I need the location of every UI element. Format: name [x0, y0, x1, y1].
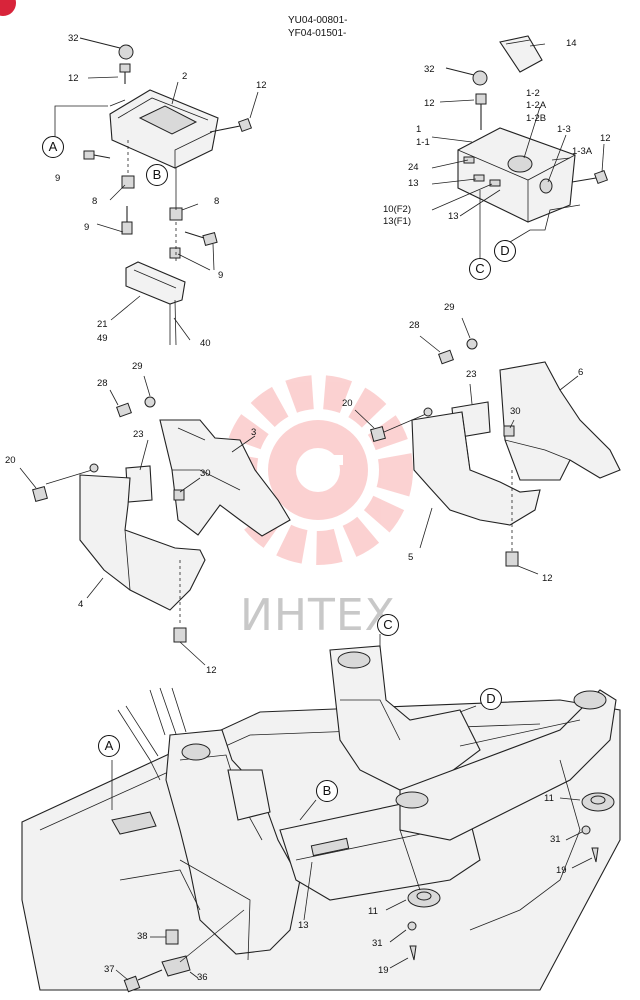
part-label: 12 [600, 133, 611, 144]
part-label: 29 [132, 361, 143, 372]
side-covers-left [19, 375, 291, 666]
callout-c-top: C [469, 258, 491, 280]
doc-code-2: YF04-01501- [288, 28, 347, 39]
callout-c-bottom: C [377, 614, 399, 636]
part-label: 13 [448, 211, 459, 222]
part-label: 1-3A [572, 146, 593, 157]
part-label: 29 [444, 302, 455, 313]
part-label: 40 [200, 338, 211, 349]
console-top-left [54, 37, 259, 346]
part-label: 23 [133, 429, 144, 440]
side-covers-right [354, 317, 621, 575]
callout-b-top: B [146, 164, 168, 186]
watermark-text: ИНТЕХ [240, 590, 396, 641]
part-label: 12 [206, 665, 217, 676]
part-label: 31 [550, 834, 561, 845]
part-label: 32 [424, 64, 435, 75]
part-label: 12 [424, 98, 435, 109]
part-label: 23 [466, 369, 477, 380]
part-label: 13 [298, 920, 309, 931]
console-top-right [431, 35, 609, 262]
part-label: 24 [408, 162, 419, 173]
part-label: 12 [542, 573, 553, 584]
part-label: 1-1 [416, 137, 430, 148]
part-label: 36 [197, 972, 208, 983]
part-label: 4 [78, 599, 84, 610]
part-label: 20 [342, 398, 353, 409]
part-label: 9 [218, 270, 224, 281]
part-label: 1-2A [526, 100, 547, 111]
part-label: 1 [416, 124, 422, 135]
callout-d-top: D [494, 240, 516, 262]
part-label: 19 [378, 965, 389, 976]
callout-a-bottom: A [98, 735, 120, 757]
part-label: 14 [566, 38, 577, 49]
part-label: 30 [200, 468, 211, 479]
part-label: 32 [68, 33, 79, 44]
part-label: 10(F2) [383, 204, 411, 215]
part-label: 28 [97, 378, 108, 389]
part-label: 9 [55, 173, 61, 184]
part-label: 5 [408, 552, 414, 563]
part-label: 21 [97, 319, 108, 330]
part-label: 19 [556, 865, 567, 876]
callout-b-bottom: B [316, 780, 338, 802]
part-label: 1-2 [526, 88, 540, 99]
part-label: 11 [368, 906, 378, 917]
part-label: 3 [251, 427, 257, 438]
chassis-assembly [21, 634, 621, 993]
part-label: 2 [182, 71, 188, 82]
part-label: 38 [137, 931, 148, 942]
part-label: 13(F1) [383, 216, 411, 227]
callout-d-bottom: D [480, 688, 502, 710]
corner-marker [0, 0, 16, 16]
part-label: 8 [214, 196, 220, 207]
part-label: 1-3 [557, 124, 571, 135]
part-label: 28 [409, 320, 420, 331]
part-label: 1-2B [526, 113, 547, 124]
part-label: 12 [68, 73, 79, 84]
part-label: 37 [104, 964, 115, 975]
part-label: 20 [5, 455, 16, 466]
part-label: 49 [97, 333, 108, 344]
doc-code-1: YU04-00801- [288, 15, 348, 26]
part-label: 8 [92, 196, 98, 207]
part-label: 9 [84, 222, 90, 233]
part-label: 31 [372, 938, 383, 949]
part-label: 30 [510, 406, 521, 417]
part-label: 12 [256, 80, 267, 91]
callout-a-top: A [42, 136, 64, 158]
part-label: 6 [578, 367, 584, 378]
part-label: 13 [408, 178, 419, 189]
part-label: 11 [544, 793, 554, 804]
